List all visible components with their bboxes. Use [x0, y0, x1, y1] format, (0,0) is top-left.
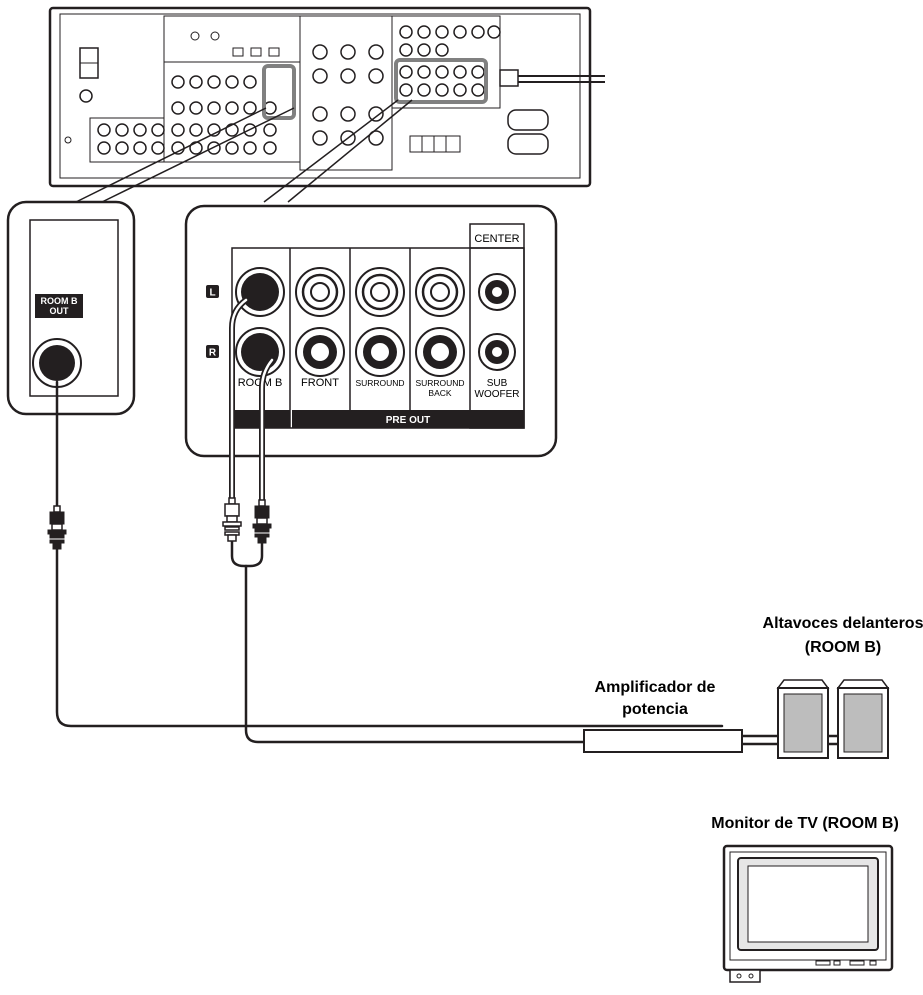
room-b-out-highlight [262, 64, 296, 120]
ac-outlet-icon [507, 133, 549, 155]
pre-out-bar [292, 410, 524, 428]
rca-plug-video [47, 505, 67, 550]
ac-outlet-icon [507, 109, 549, 131]
amplifier-label-line2: potencia [622, 701, 688, 718]
right-channel-label: R [209, 348, 217, 359]
receiver-rear-panel [48, 6, 605, 203]
surround-back-label-line1: SURROUND [415, 378, 464, 388]
left-channel-label: L [209, 288, 215, 299]
right-channel-badge [206, 345, 219, 358]
amplifier-label-line1: Amplificador de [595, 679, 716, 696]
sub-label-line1: SUB [487, 378, 508, 389]
front-column-label: FRONT [301, 377, 339, 389]
front-speakers: Altavoces delanteros (ROOM B) [763, 615, 923, 759]
room-b-out-label-line2: OUT [50, 306, 70, 316]
sub-label-line2: WOOFER [475, 389, 520, 400]
speaker-right [836, 679, 890, 759]
rca-plug-audio-right [252, 499, 272, 544]
surround-back-label-line2: BACK [428, 388, 451, 398]
room-b-out-label-plate [35, 294, 83, 318]
speakers-label-line1: Altavoces delanteros [763, 615, 923, 632]
tv-monitor: Monitor de TV (ROOM B) [711, 815, 899, 983]
audio-cable [244, 564, 586, 744]
tv-label: Monitor de TV (ROOM B) [711, 815, 899, 832]
rca-plug-audio-left [222, 497, 242, 542]
pre-out-label: PRE OUT [386, 415, 430, 426]
panel-jack-grid [97, 25, 501, 155]
video-cable [55, 546, 724, 728]
zoom-pre-out-panel: CENTER L R [184, 204, 558, 458]
room-b-out-label-line1: ROOM B [41, 296, 78, 306]
center-label: CENTER [474, 233, 519, 245]
surround-column-label: SURROUND [355, 378, 404, 388]
power-amplifier: Amplificador de potencia [583, 679, 743, 753]
speakers-label-line2: (ROOM B) [805, 639, 881, 656]
speaker-left [776, 679, 830, 759]
pre-out-highlight [394, 58, 488, 104]
left-channel-badge [206, 285, 219, 298]
zoom-room-b-video-out: ROOM B OUT [6, 200, 136, 416]
